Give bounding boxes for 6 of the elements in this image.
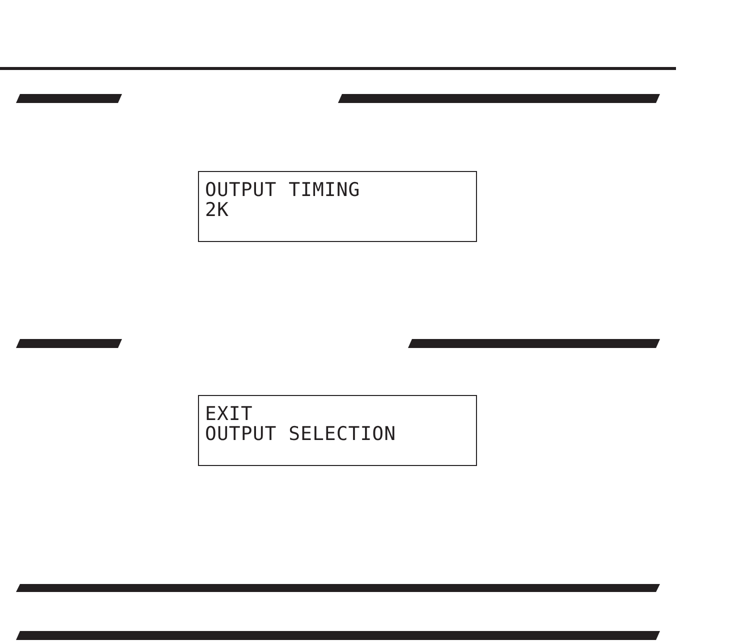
display-text: EXIT [205,404,254,424]
lcd-display [198,395,477,466]
display-text: OUTPUT TIMING [205,180,362,200]
display-text: 2K [205,200,230,220]
lcd-display [198,171,477,242]
display-text: OUTPUT SELECTION [205,424,398,444]
